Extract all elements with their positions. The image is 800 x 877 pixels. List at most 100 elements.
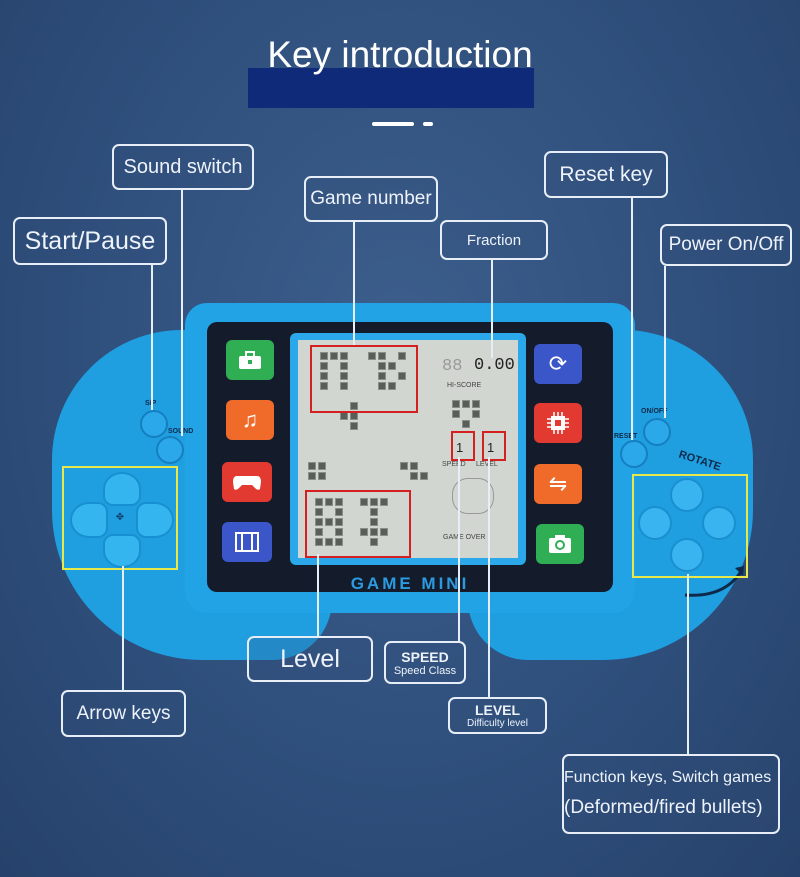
lcd-brick <box>452 410 460 418</box>
arrow-keys-highlight <box>62 466 178 570</box>
lcd-brick <box>315 518 323 526</box>
lcd-brick <box>472 400 480 408</box>
function-button-left[interactable] <box>638 506 672 540</box>
lcd-brick <box>320 362 328 370</box>
lcd-brick <box>335 528 343 536</box>
label-reset-key: Reset key <box>544 151 668 198</box>
reset-button[interactable] <box>620 440 648 468</box>
gamepad-icon <box>222 462 272 502</box>
dpad-right[interactable] <box>136 502 174 538</box>
label-sound-switch: Sound switch <box>112 144 254 190</box>
reset-connector <box>631 198 633 440</box>
lcd-brick <box>388 382 396 390</box>
lcd-brick <box>308 472 316 480</box>
lcd-brick <box>350 402 358 410</box>
lcd-brick <box>360 528 368 536</box>
label-speed: SPEED Speed Class <box>384 641 466 684</box>
level-highlight <box>305 490 411 558</box>
lcd-brick <box>325 538 333 546</box>
lcd-brick <box>378 382 386 390</box>
dpad-center-arrows-icon: ✥ <box>115 512 125 523</box>
lcd-brick <box>318 472 326 480</box>
label-function-keys: Function keys, Switch games (Deformed/fi… <box>562 754 780 834</box>
page-title: Key introduction <box>267 34 533 75</box>
sp-label: S/P <box>145 400 156 407</box>
lcd-brick <box>340 412 348 420</box>
dpad[interactable]: ✥ <box>70 472 174 568</box>
title-divider <box>372 122 414 126</box>
dpad-left[interactable] <box>70 502 108 538</box>
function-keys-highlight <box>632 474 748 578</box>
label-function-line2: (Deformed/fired bullets) <box>564 797 763 818</box>
label-fraction: Fraction <box>440 220 548 260</box>
lcd-brick <box>360 498 368 506</box>
power-button[interactable] <box>643 418 671 446</box>
lcd-brick <box>340 372 348 380</box>
label-level: Level <box>247 636 373 682</box>
lcd-brick <box>325 498 333 506</box>
lcd-brick <box>472 410 480 418</box>
lcd-brick <box>378 362 386 370</box>
lcd-brick <box>340 382 348 390</box>
score-display: 0.00 <box>474 356 515 375</box>
lcd-speed-label: SPEED <box>442 461 466 468</box>
dpad-up[interactable] <box>103 472 141 506</box>
speed-connector <box>458 457 460 641</box>
title-bar <box>248 68 534 108</box>
lcd-brick <box>335 498 343 506</box>
lcd-brick <box>335 538 343 546</box>
mascot-icon <box>452 478 494 514</box>
music-note-icon: ♫ <box>226 400 274 440</box>
game-number-connector <box>353 222 355 345</box>
lcd-brick <box>350 422 358 430</box>
lcd-brick <box>378 352 386 360</box>
lcd-brick <box>380 498 388 506</box>
lcd-brick <box>370 528 378 536</box>
label-start-pause: Start/Pause <box>13 217 167 265</box>
lcd-screen <box>298 340 518 558</box>
lcd-brick <box>410 472 418 480</box>
title-divider-dot <box>423 122 433 126</box>
lcd-brick <box>410 462 418 470</box>
sound-button[interactable] <box>156 436 184 464</box>
lcd-brick <box>318 462 326 470</box>
power-connector <box>664 266 666 418</box>
lcd-level-label: LEVEL <box>476 461 498 468</box>
lcd-brick <box>452 400 460 408</box>
function-button-top[interactable] <box>670 478 704 512</box>
speed-highlight <box>451 431 475 461</box>
label-game-number: Game number <box>304 176 438 222</box>
lcd-brick <box>335 518 343 526</box>
start-pause-button[interactable] <box>140 410 168 438</box>
lcd-brick <box>370 508 378 516</box>
lcd-brick <box>368 352 376 360</box>
lcd-brick <box>462 420 470 428</box>
label-difficulty: LEVEL Difficulty level <box>448 697 547 734</box>
camera-icon <box>536 524 584 564</box>
lcd-brick <box>315 528 323 536</box>
function-button-bottom[interactable] <box>670 538 704 572</box>
lcd-brick <box>335 508 343 516</box>
lcd-brick <box>340 352 348 360</box>
reset-label: RESET <box>614 433 638 440</box>
film-icon <box>222 522 272 562</box>
lcd-brick <box>370 498 378 506</box>
lcd-brick <box>330 352 338 360</box>
refresh-icon: ⟳ <box>534 344 582 384</box>
label-function-line1: Function keys, Switch games <box>564 769 772 786</box>
onoff-label: ON/OFF <box>641 408 668 415</box>
game-over-text: GAME OVER <box>443 534 486 541</box>
function-button-right[interactable] <box>702 506 736 540</box>
level-connector <box>317 554 319 636</box>
lcd-brick <box>462 400 470 408</box>
lcd-brick <box>370 518 378 526</box>
lcd-level-digit: 1 <box>487 440 495 455</box>
lcd-brick <box>315 508 323 516</box>
lcd-brick <box>340 362 348 370</box>
lcd-brick <box>325 518 333 526</box>
lcd-brick <box>378 372 386 380</box>
lcd-brick <box>370 538 378 546</box>
lcd-brick <box>420 472 428 480</box>
lcd-brick <box>315 498 323 506</box>
